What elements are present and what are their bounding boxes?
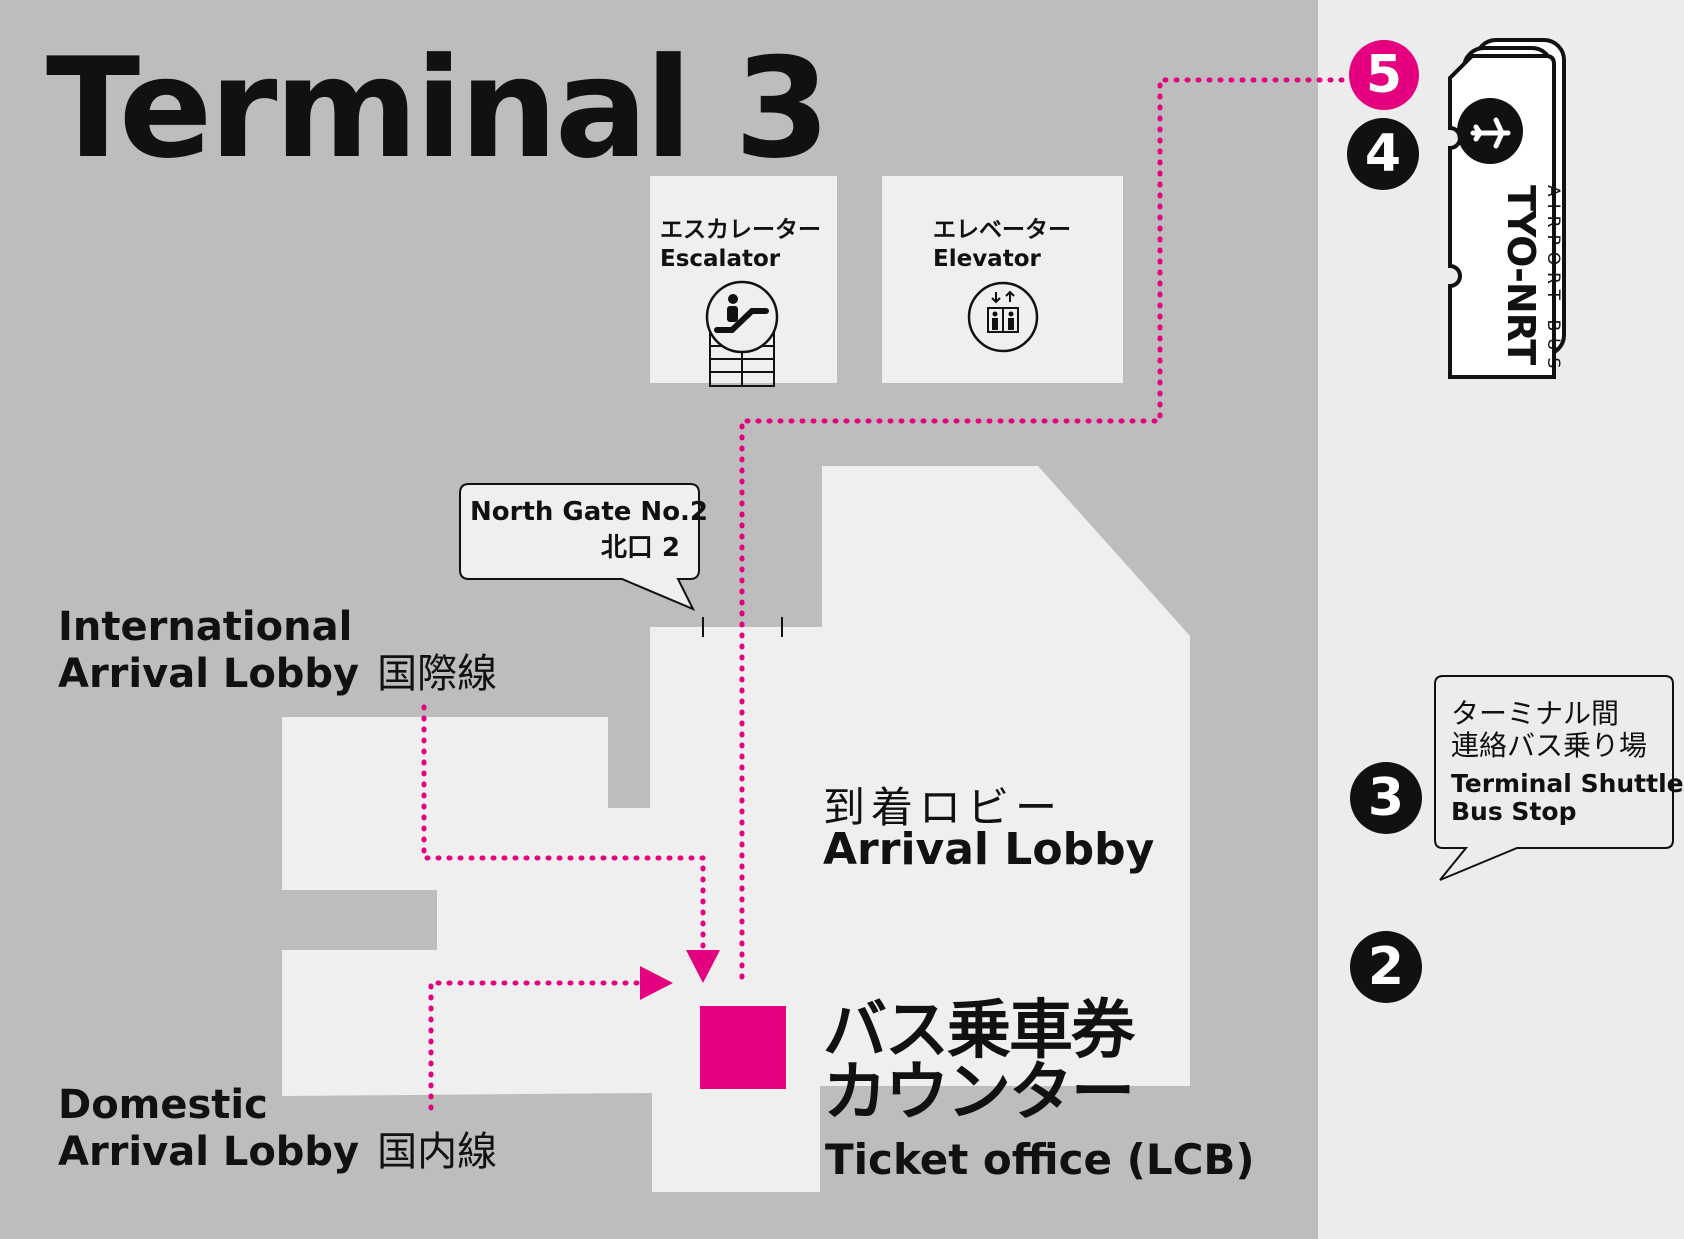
route-from-international (421, 704, 706, 953)
domestic-lobby-line2: Arrival Lobby (58, 1129, 360, 1175)
ticket-office-marker (700, 1006, 786, 1089)
bus-stop-3: 3 (1350, 762, 1422, 834)
escalator-icon (705, 280, 779, 387)
ticket-office-label-en: Ticket office (LCB) (825, 1135, 1255, 1184)
escalator-label-en: Escalator (660, 246, 781, 272)
international-lobby-label: International Arrival Lobby 国際線 (58, 604, 497, 698)
route-to-stop-5 (739, 77, 1345, 983)
bus-sign-name: TYO-NRT (1499, 185, 1543, 365)
north-gate-callout (459, 483, 700, 611)
arrow-right (640, 966, 673, 1000)
international-lobby-line2: Arrival Lobby (58, 651, 360, 697)
north-gate-label-ja: 北口 2 (600, 533, 680, 563)
arrival-lobby-label-en: Arrival Lobby (823, 824, 1155, 875)
domestic-lobby-line1: Domestic (58, 1082, 268, 1128)
airplane-icon (1457, 98, 1523, 164)
bus-sign-text: AIRPORT BUS TYO-NRT (1453, 185, 1563, 405)
ticket-office-ja-line2: カウンター (823, 1056, 1135, 1130)
arrow-down (686, 950, 720, 983)
bus-sign-subtitle: AIRPORT BUS (1543, 185, 1563, 376)
route-from-domestic (428, 980, 643, 1111)
north-gate-label-en: North Gate No.2 (470, 497, 709, 527)
shuttle-label-ja-line2: 連絡バス乗り場 (1451, 729, 1648, 762)
route-lines (421, 77, 1345, 1111)
shuttle-callout (1434, 675, 1674, 881)
arrival-lobby-label-ja: 到着ロビー (823, 783, 1064, 832)
arrival-lobby-floor (282, 466, 1190, 1192)
elevator-label-en: Elevator (933, 246, 1041, 272)
shuttle-label: ターミナル間 連絡バス乗り場 Terminal Shuttle Bus Stop (1451, 698, 1684, 826)
elevator-icon (967, 281, 1039, 353)
shuttle-label-en-line1: Terminal Shuttle (1451, 769, 1684, 798)
domestic-lobby-ja: 国内線 (377, 1129, 498, 1175)
north-gate-label: North Gate No.2 北口 2 (470, 494, 709, 566)
ticket-office-label-ja: バス乗車券 カウンター (823, 994, 1135, 1130)
bus-stop-5: 5 (1349, 40, 1419, 110)
elevator-label: エレベーター Elevator (933, 216, 1071, 274)
ticket-office-ja-line1: バス乗車券 (823, 994, 1135, 1068)
domestic-lobby-label: Domestic Arrival Lobby 国内線 (58, 1082, 497, 1176)
shuttle-label-en-line2: Bus Stop (1451, 797, 1577, 826)
elevator-label-ja: エレベーター (933, 217, 1071, 243)
shuttle-label-ja-line1: ターミナル間 (1451, 697, 1620, 730)
bus-stop-4: 4 (1347, 118, 1419, 190)
escalator-label: エスカレーター Escalator (660, 216, 821, 274)
international-lobby-ja: 国際線 (377, 651, 498, 697)
escalator-label-ja: エスカレーター (660, 217, 821, 243)
international-lobby-line1: International (58, 604, 353, 650)
bus-stop-2: 2 (1350, 931, 1422, 1003)
page-title: Terminal 3 (46, 28, 830, 189)
